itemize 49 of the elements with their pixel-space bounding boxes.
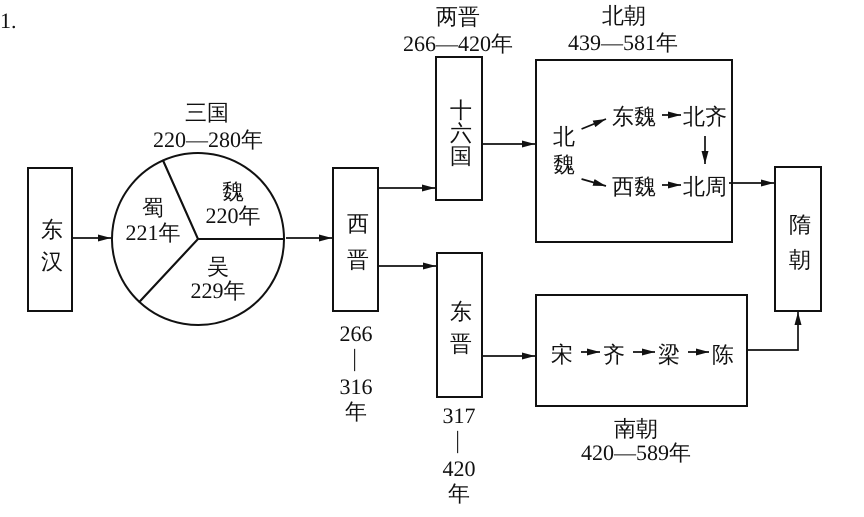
arrow: [702, 136, 708, 164]
dynasty-name: 北周: [683, 176, 727, 198]
arrow: [729, 180, 774, 186]
heading: 北朝: [602, 5, 646, 27]
heading: 南朝: [614, 418, 658, 440]
arrow: [688, 348, 709, 356]
arrow: [581, 118, 606, 130]
state-name: 魏: [222, 181, 244, 203]
dynasty-name: 西魏: [612, 176, 656, 198]
dynasty-name: 东魏: [612, 106, 656, 128]
heading: 两晋: [436, 6, 480, 28]
arrow: [483, 352, 535, 360]
dynasty-name: 东汉: [40, 216, 64, 276]
year-range: 266—316年: [340, 321, 372, 424]
year-range: 220年: [206, 205, 260, 227]
arrow: [379, 262, 436, 270]
arrow: [633, 348, 655, 356]
arrow: [581, 178, 606, 187]
year-range: 317—420年: [442, 403, 476, 506]
arrow: [662, 182, 681, 188]
dynasty-name: 东晋: [449, 298, 473, 358]
state-name: 蜀: [142, 197, 164, 219]
dynasty-box: [774, 166, 822, 312]
arrow: [286, 234, 332, 242]
dynasty-name: 隋朝: [788, 211, 812, 274]
year-range: 439—581年: [568, 32, 678, 54]
dynasty-box: [27, 167, 73, 312]
arrow: [73, 234, 111, 242]
question-number: 1.: [0, 10, 16, 32]
dynasty-box: [435, 56, 483, 201]
dynasty-name: 齐: [603, 344, 625, 366]
year-range: 420—589年: [581, 442, 691, 464]
year-range: 221年: [126, 222, 180, 244]
heading: 三国: [185, 102, 229, 124]
dynasty-name: 梁: [658, 344, 680, 366]
state-name: 吴: [207, 256, 229, 278]
dynasty-name: 北齐: [683, 106, 727, 128]
year-range: 229年: [190, 280, 246, 302]
arrow: [581, 348, 600, 356]
arrow: [379, 184, 435, 192]
arrow: [748, 312, 802, 351]
dynasty-name: 陈: [712, 344, 734, 366]
dynasty-name: 北魏: [552, 123, 576, 179]
year-range: 220—280年: [153, 129, 263, 151]
arrow: [483, 140, 535, 148]
arrow: [662, 112, 681, 118]
dynasty-name: 十六国: [449, 98, 473, 168]
dynasty-name: 西晋: [346, 210, 370, 274]
dynasty-name: 宋: [551, 344, 573, 366]
